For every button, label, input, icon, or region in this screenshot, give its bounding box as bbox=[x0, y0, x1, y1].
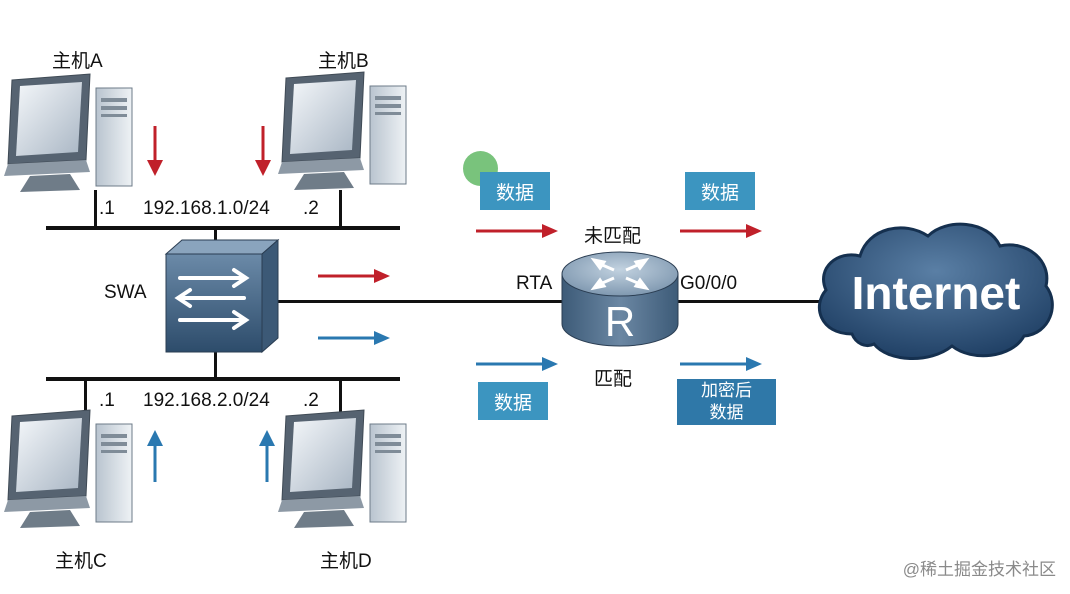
link-router-internet bbox=[676, 300, 826, 303]
host-c-label: 主机C bbox=[55, 551, 107, 572]
arrow-right-blue-out-icon bbox=[680, 357, 762, 371]
network-segment-top bbox=[46, 226, 400, 230]
link-switch-bottom bbox=[214, 350, 217, 380]
host-d-ip-suffix: .2 bbox=[303, 390, 319, 411]
arrow-up-host-d-icon bbox=[259, 430, 275, 482]
router-label: RTA bbox=[516, 273, 553, 294]
arrow-right-red-in-icon bbox=[476, 224, 558, 238]
host-c-ip-suffix: .1 bbox=[99, 390, 115, 411]
host-d-label: 主机D bbox=[320, 551, 372, 572]
internet-label: Internet bbox=[851, 267, 1021, 319]
link-hostb-top bbox=[339, 190, 342, 226]
host-a-computer-icon bbox=[4, 73, 133, 192]
host-c-computer-icon bbox=[4, 409, 133, 528]
link-hostc-bottom bbox=[84, 380, 87, 414]
switch-label: SWA bbox=[104, 282, 147, 303]
arrow-up-host-c-icon bbox=[147, 430, 163, 482]
matched-label: 匹配 bbox=[594, 369, 633, 390]
switch-icon bbox=[164, 238, 280, 354]
arrow-right-blue-in-icon bbox=[476, 357, 558, 371]
encrypted-line2: 数据 bbox=[709, 403, 744, 422]
watermark: @稀土掘金技术社区 bbox=[902, 560, 1056, 579]
arrow-right-red-out-icon bbox=[680, 224, 762, 238]
unmatched-in-data-box: 数据 bbox=[480, 172, 550, 210]
arrow-down-host-a-icon bbox=[147, 126, 163, 176]
unmatched-out-data-box: 数据 bbox=[685, 172, 755, 210]
host-b-computer-icon bbox=[278, 71, 407, 190]
encrypted-line1: 加密后 bbox=[701, 381, 752, 400]
network-segment-bottom bbox=[46, 377, 400, 381]
host-d-computer-icon bbox=[278, 409, 407, 528]
network-top-label: 192.168.1.0/24 bbox=[143, 198, 270, 219]
link-switch-router bbox=[278, 300, 566, 303]
network-bottom-label: 192.168.2.0/24 bbox=[143, 390, 270, 411]
router-glyph: R bbox=[605, 298, 635, 345]
matched-in-data-box: 数据 bbox=[478, 382, 548, 420]
arrow-right-red-switch-icon bbox=[318, 269, 390, 283]
matched-out-encrypted-box: 加密后 数据 bbox=[677, 379, 776, 425]
arrow-right-blue-switch-icon bbox=[318, 331, 390, 345]
host-b-label: 主机B bbox=[318, 51, 369, 72]
link-hostd-bottom bbox=[339, 380, 342, 414]
host-b-ip-suffix: .2 bbox=[303, 198, 319, 219]
link-switch-top bbox=[214, 226, 217, 246]
unmatched-label: 未匹配 bbox=[584, 226, 642, 247]
host-a-label: 主机A bbox=[52, 51, 103, 72]
cloud-icon bbox=[817, 222, 1054, 360]
router-interface-label: G0/0/0 bbox=[680, 273, 738, 294]
link-hosta-top bbox=[94, 190, 97, 226]
router-icon: R bbox=[561, 251, 679, 347]
arrow-down-host-b-icon bbox=[255, 126, 271, 176]
host-a-ip-suffix: .1 bbox=[99, 198, 115, 219]
